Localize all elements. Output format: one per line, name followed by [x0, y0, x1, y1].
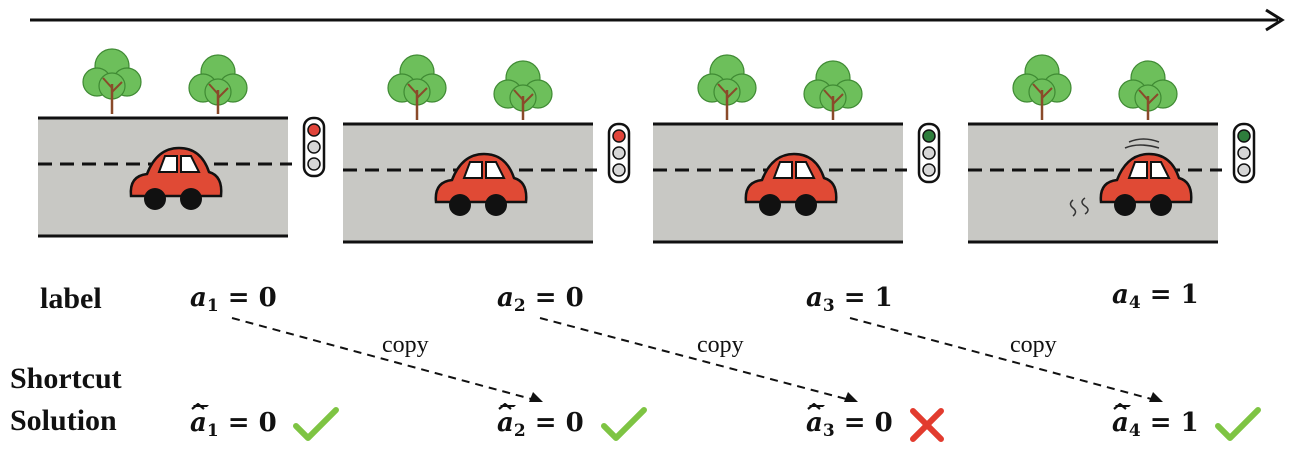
label-value-2: a2 = 0 — [497, 283, 584, 316]
car-icon — [744, 152, 838, 216]
check-icon — [1215, 407, 1261, 441]
copy-arrow-3 — [849, 317, 1163, 402]
row-label-solution: Solution — [10, 404, 117, 437]
scene-frame-4 — [960, 50, 1260, 270]
tree-icon — [1118, 60, 1178, 120]
row-label-label: label — [40, 282, 102, 315]
traffic-light-icon — [607, 122, 631, 184]
check-icon — [601, 407, 647, 441]
motion-lines — [1069, 138, 1160, 217]
traffic-light-icon — [1232, 122, 1256, 184]
copy-label-2: copy — [697, 332, 744, 358]
tree-icon — [493, 60, 553, 120]
label-value-1: a1 = 0 — [190, 283, 277, 316]
car-icon — [434, 152, 528, 216]
scene-frame-3 — [645, 50, 945, 270]
tree-icon — [697, 54, 757, 120]
tree-icon — [1012, 54, 1072, 120]
copy-label-1: copy — [382, 332, 429, 358]
tree-icon — [82, 48, 142, 114]
check-icon — [293, 407, 339, 441]
cross-icon — [910, 408, 944, 442]
scene-frame-1 — [30, 44, 330, 264]
copy-arrow-2 — [539, 317, 858, 402]
car-icon — [1099, 152, 1193, 216]
copy-arrow-1 — [231, 317, 543, 402]
scene-frame-2 — [335, 50, 635, 270]
tree-icon — [188, 54, 248, 114]
tree-icon — [387, 54, 447, 120]
row-label-shortcut: Shortcut — [10, 362, 122, 395]
label-value-3: a3 = 1 — [806, 283, 893, 316]
car-icon — [129, 146, 223, 210]
label-value-4: a4 = 1 — [1112, 280, 1199, 313]
traffic-light-icon — [302, 116, 326, 178]
timeline-arrow — [30, 8, 1285, 32]
tree-icon — [803, 60, 863, 120]
copy-label-3: copy — [1010, 332, 1057, 358]
traffic-light-icon — [917, 122, 941, 184]
road — [343, 122, 597, 244]
